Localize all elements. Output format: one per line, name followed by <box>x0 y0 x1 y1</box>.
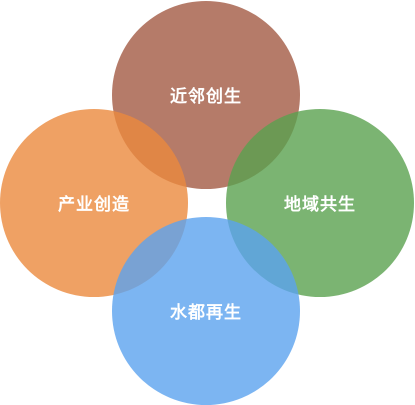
label-right: 地域共生 <box>284 194 356 215</box>
label-top: 近邻创生 <box>170 86 242 107</box>
label-bottom: 水都再生 <box>170 302 242 323</box>
circle-bottom <box>112 217 300 405</box>
label-left: 产业创造 <box>58 194 130 215</box>
